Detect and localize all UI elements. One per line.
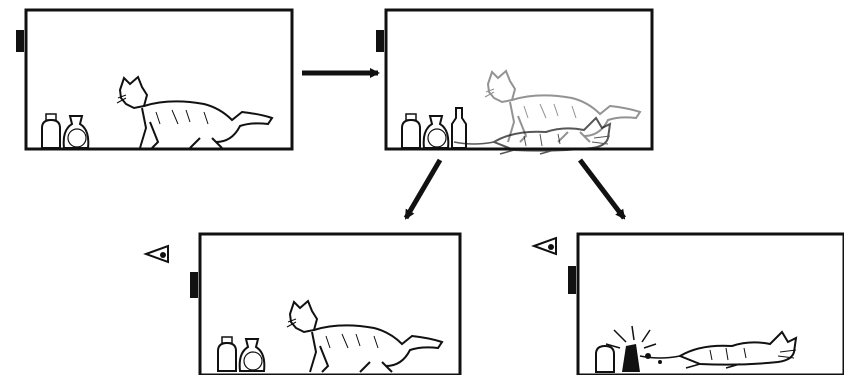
cat-alive-icon [286,300,443,373]
box-outline [576,232,844,375]
box-latch-icon [376,30,384,52]
cat-alive-ghost-icon [484,70,641,143]
eye-icon [145,245,169,263]
eye-icon [533,237,557,255]
box-latch-icon [190,272,198,298]
jar-icon [595,344,615,373]
arrow-to-alive [403,158,443,220]
box-latch-icon [16,30,24,52]
broken-flask-icon [605,325,662,372]
panel-observed-dead [533,232,844,375]
box-outline [198,232,462,375]
panel-start [16,8,294,151]
arrow-to-dead [578,158,626,220]
box-outline [24,8,294,151]
cat-standing-icon [116,76,273,149]
jar-and-bag-icon [217,336,266,372]
panel-superposition [376,8,654,155]
box-outline [384,8,654,151]
jar-and-bag-icon [41,113,90,149]
poison-bottle-icon [451,107,467,149]
panel-observed-alive [145,232,462,375]
cat-dead-icon [639,331,797,369]
jar-and-bag-icon [401,113,450,149]
box-latch-icon [568,266,576,294]
